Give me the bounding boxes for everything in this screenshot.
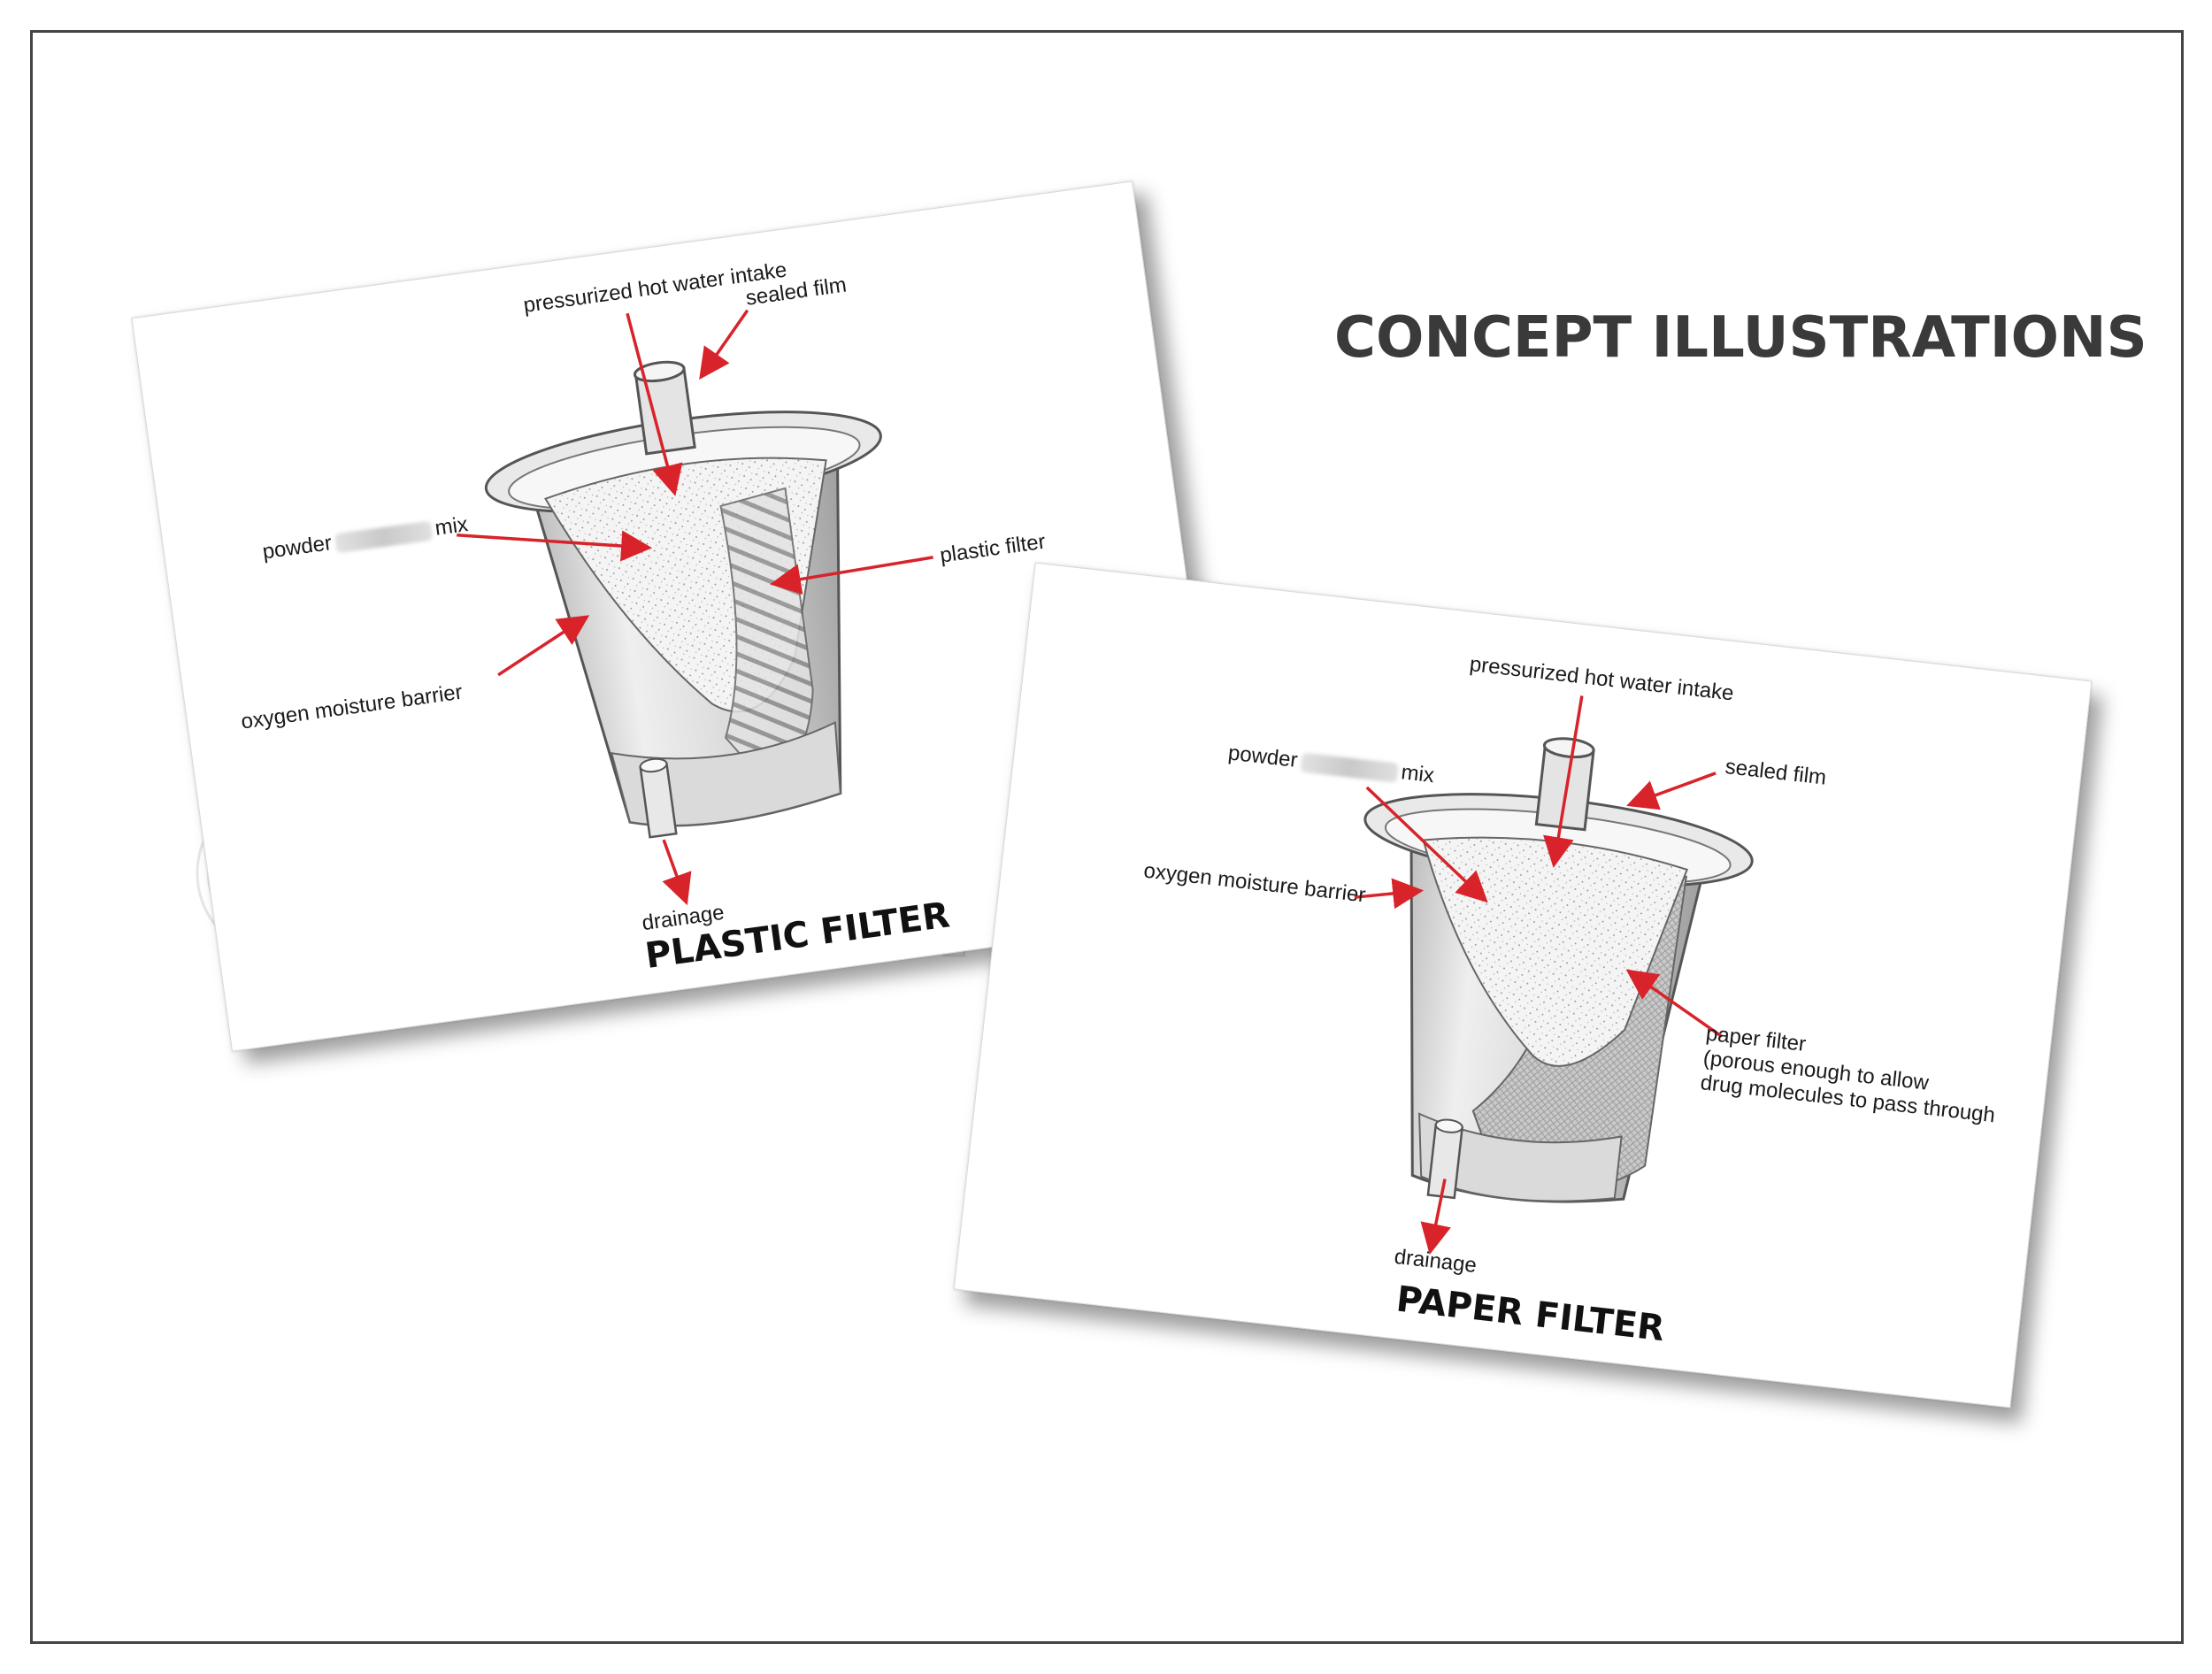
- arrow-drainage: [1420, 1179, 1451, 1256]
- page-frame: [30, 30, 2184, 1644]
- arrow-barrier: [1354, 878, 1425, 910]
- page-title: CONCEPT ILLUSTRATIONS: [1334, 305, 2147, 371]
- paper-filter-illustration: [1354, 695, 1754, 1256]
- arrow-drainage: [662, 839, 692, 906]
- arrow-sealed-film: [1626, 772, 1717, 810]
- powder-cone: [1422, 836, 1689, 1067]
- arrow-barrier: [497, 615, 590, 677]
- plastic-filter-illustration: [457, 309, 933, 906]
- paper-filter-card: pressurized hot water intake sealed film…: [953, 562, 2093, 1409]
- label-powder-post: mix: [433, 512, 470, 541]
- arrow-powder: [1365, 786, 1488, 903]
- plastic-filter-card: pressurized hot water intake sealed film…: [131, 180, 1233, 1052]
- arrow-plastic-filter: [770, 556, 933, 595]
- intake-tube: [1534, 743, 1595, 832]
- arrow-sealed-film: [699, 309, 749, 380]
- arrow-intake: [626, 312, 683, 496]
- label-powder-post: mix: [1400, 760, 1436, 788]
- arrow-paper-filter: [1625, 969, 1723, 1038]
- plastic-filter: [719, 487, 814, 787]
- arrow-powder: [457, 530, 653, 562]
- arrow-intake: [1543, 695, 1584, 869]
